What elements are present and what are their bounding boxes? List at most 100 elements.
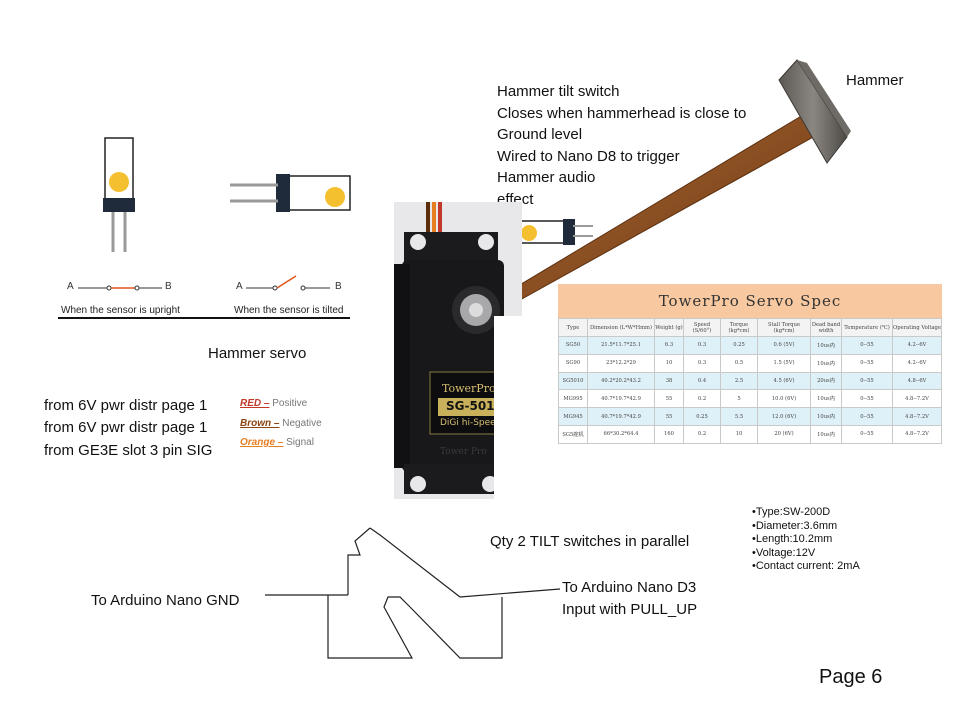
- spec-cell: 10us内: [810, 336, 842, 355]
- spec-cell: 40.2*20.2*43.2: [587, 371, 655, 391]
- spec-cell: 40.7*19.7*42.9: [587, 407, 655, 426]
- spec-grid: Type Dimension (L*W*Hmm) Weight (g) Spee…: [558, 318, 942, 444]
- spec-cell: 55: [654, 389, 684, 409]
- servo-wire-sources: from 6V pwr distr page 1 from 6V pwr dis…: [44, 395, 212, 462]
- spec-cell: SG50: [558, 336, 588, 355]
- spec-cell: 23*12.2*29: [587, 353, 655, 373]
- spec-cell: MG995: [558, 389, 588, 409]
- terminal-b-label: B: [335, 281, 342, 292]
- legend-brown-meaning: Negative: [279, 417, 322, 429]
- spec-cell: 160: [654, 424, 684, 444]
- spec-cell: 5.5: [720, 407, 758, 426]
- spec-cell: SG90: [558, 353, 588, 373]
- wire-color-legend: RED – Positive Brown – Negative Orange –…: [240, 394, 322, 453]
- tilt-note-line: Hammer audio: [497, 169, 596, 186]
- spec-cell: 0--55: [841, 336, 893, 355]
- spec-cell: 20us内: [810, 371, 842, 391]
- spec-cell: 0--55: [841, 389, 893, 409]
- switch-spec-item: •Length:10.2mm: [752, 533, 833, 545]
- parallel-switch-circuit: [265, 527, 561, 659]
- spec-cell: 4.8--7.2V: [892, 389, 942, 409]
- legend-red-color: RED –: [240, 398, 270, 409]
- page-label: Page 6: [819, 666, 883, 688]
- hammer-image: [502, 59, 851, 306]
- spec-header: Type: [558, 318, 588, 337]
- legend-brown: Brown – Negative: [240, 414, 322, 434]
- gnd-label: To Arduino Nano GND: [91, 592, 240, 609]
- spec-cell: 38: [654, 371, 684, 391]
- wire-source-red: from 6V pwr distr page 1: [44, 397, 208, 414]
- caption-tilted: When the sensor is tilted: [234, 305, 344, 316]
- spec-cell: 10us内: [810, 407, 842, 426]
- servo-model: SG-5010: [446, 399, 503, 413]
- legend-orange: Orange – Signal: [240, 433, 322, 453]
- spec-cell: 0--55: [841, 371, 893, 391]
- switch-spec-list: •Type:SW-200D •Diameter:3.6mm •Length:10…: [752, 506, 860, 574]
- spec-cell: 0--55: [841, 424, 893, 444]
- wire-source-signal: from GE3E slot 3 pin SIG: [44, 442, 213, 459]
- spec-cell: 1.5 (5V): [757, 353, 811, 373]
- tilt-note-line: Ground level: [497, 126, 583, 143]
- spec-cell: 0.3: [683, 353, 721, 373]
- spec-cell: 0.5: [720, 353, 758, 373]
- d3-label: To Arduino Nano D3 Input with PULL_UP: [562, 577, 697, 620]
- switch-spec-item: •Voltage:12V: [752, 546, 816, 559]
- spec-title: TowerPro Servo Spec: [558, 284, 942, 318]
- spec-cell: 6.3: [654, 336, 684, 355]
- spec-cell: SG5010: [558, 371, 588, 391]
- d3-line-1: To Arduino Nano D3: [562, 579, 697, 596]
- spec-cell: 0.25: [683, 407, 721, 426]
- servo-body-brand: Tower Pro: [440, 447, 487, 457]
- servo-spec-table: TowerPro Servo Spec Type Dimension (L*W*…: [558, 284, 942, 444]
- spec-header: Operating Voltage: [892, 318, 942, 337]
- spec-cell: 2.5: [720, 371, 758, 391]
- spec-cell: 10: [720, 424, 758, 444]
- spec-cell: 0.2: [683, 424, 721, 444]
- spec-cell: 4.5 (6V): [757, 371, 811, 391]
- spec-cell: 10.0 (6V): [757, 389, 811, 409]
- spec-header: Temperature (℃): [841, 318, 893, 337]
- spec-cell: 21.5*11.7*25.1: [587, 336, 655, 355]
- tilt-note-line: Hammer tilt switch: [497, 83, 620, 100]
- terminal-a-label: A: [236, 281, 243, 292]
- spec-cell: 4.8--7.2V: [892, 407, 942, 426]
- spec-header: Speed (S/60°): [683, 318, 721, 337]
- wire-source-brown: from 6V pwr distr page 1: [44, 418, 208, 436]
- spec-cell: 12.0 (6V): [757, 407, 811, 426]
- tilt-sensor-diagram: [58, 137, 351, 319]
- spec-header: Stall Torque (kg*cm): [757, 318, 811, 337]
- parallel-switch-label: Qty 2 TILT switches in parallel: [490, 533, 690, 550]
- spec-cell: 10us内: [810, 424, 842, 444]
- spec-cell: 0--55: [841, 407, 893, 426]
- servo-body: [394, 202, 513, 494]
- tilt-switch-small-image: [515, 219, 593, 245]
- d3-line-2: Input with PULL_UP: [562, 600, 698, 618]
- spec-cell: 4.8--6V: [892, 371, 942, 391]
- servo-subtitle: DiGi hi-Speed: [440, 418, 502, 428]
- hammer-label: Hammer: [846, 72, 904, 89]
- spec-cell: 4.2--6V: [892, 353, 942, 373]
- spec-cell: MG945: [558, 407, 588, 426]
- spec-cell: 20 (6V): [757, 424, 811, 444]
- spec-cell: 66*30.2*64.4: [587, 424, 655, 444]
- legend-orange-color: Orange –: [240, 437, 284, 448]
- switch-spec-item: •Diameter:3.6mm: [752, 519, 838, 532]
- spec-cell: 0.2: [683, 389, 721, 409]
- spec-cell: 0.25: [720, 336, 758, 355]
- spec-cell: 0--55: [841, 353, 893, 373]
- switch-spec-item: •Contact current: 2mA: [752, 560, 860, 572]
- spec-cell: 10us内: [810, 353, 842, 373]
- spec-header: Weight (g): [654, 318, 684, 337]
- spec-header-row: Type Dimension (L*W*Hmm) Weight (g) Spee…: [558, 318, 942, 337]
- legend-orange-meaning: Signal: [283, 437, 314, 448]
- tilt-note-line: Closes when hammerhead is close to: [497, 104, 747, 122]
- spec-cell: 10us内: [810, 389, 842, 409]
- spec-cell: SG5舵机: [558, 424, 588, 444]
- servo-brand: TowerPro: [442, 382, 496, 395]
- legend-brown-color: Brown –: [240, 417, 280, 429]
